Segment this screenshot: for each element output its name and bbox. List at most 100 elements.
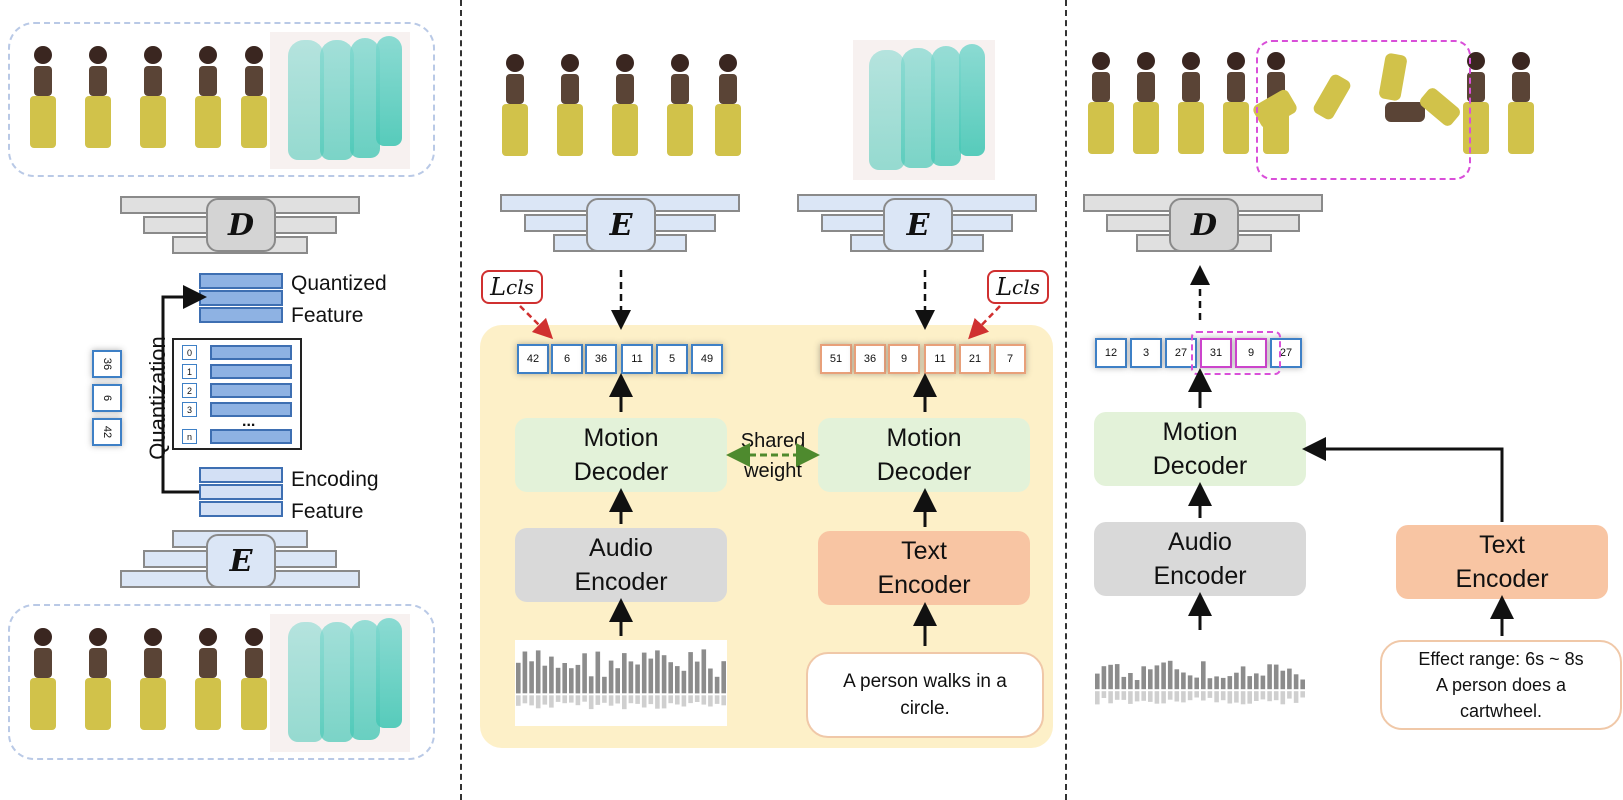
waveform-bar <box>1161 662 1166 690</box>
codebook-ellipsis: ... <box>242 413 256 430</box>
waveform-reflection <box>661 695 667 709</box>
waveform-bar <box>694 661 700 694</box>
waveform-bar <box>1187 675 1193 690</box>
right-token-edited: 31 <box>1200 338 1232 368</box>
waveform-bar <box>516 662 521 694</box>
waveform-reflection <box>1287 691 1292 699</box>
waveform-bar <box>648 658 654 694</box>
waveform-bar <box>1121 676 1127 690</box>
waveform-reflection <box>549 695 554 708</box>
waveform-bar <box>1201 661 1206 690</box>
waveform-reflection <box>582 695 587 702</box>
quantization-arrow <box>161 285 207 494</box>
waveform-bar <box>1128 673 1133 690</box>
encoding-bar-2 <box>199 484 283 500</box>
waveform-reflection <box>1121 691 1127 700</box>
left-encoder-letter: E <box>229 543 253 579</box>
mid-waveform-svg <box>516 649 726 710</box>
left-encoder-box: E <box>206 534 276 588</box>
waveform-bar <box>569 668 574 694</box>
waveform-bar <box>1273 664 1279 690</box>
waveform-bar <box>1234 672 1239 690</box>
waveform-bar <box>1227 676 1233 690</box>
waveform-reflection <box>1154 691 1160 704</box>
waveform-bar <box>668 662 673 694</box>
top-motion-panel <box>8 22 435 177</box>
left-token: 6 <box>92 384 122 412</box>
waveform-bar <box>1114 664 1120 690</box>
waveform-reflection <box>688 695 693 704</box>
waveform-reflection <box>1220 691 1226 701</box>
waveform-reflection <box>714 695 720 704</box>
waveform-reflection <box>1101 691 1107 698</box>
bottom-motion-panel <box>8 604 435 760</box>
waveform-reflection <box>542 695 548 705</box>
separator-left <box>460 0 462 800</box>
cls-arrow-right <box>968 305 1001 340</box>
waveform-bar <box>1095 673 1100 690</box>
waveform-reflection <box>1300 691 1305 698</box>
right-token: 27 <box>1270 338 1302 368</box>
right-decoder-box: D <box>1169 198 1239 252</box>
waveform-bar <box>1134 680 1140 690</box>
mid-encoder-letter: E <box>906 207 930 243</box>
waveform-bar <box>681 670 687 694</box>
right-waveform-svg <box>1095 660 1305 705</box>
cls-arrow-left <box>519 305 554 340</box>
waveform-bar <box>622 653 627 694</box>
codebook-index: 1 <box>182 364 197 379</box>
waveform-reflection <box>1141 691 1146 701</box>
right-token: 3 <box>1130 338 1162 368</box>
quantized-bar-1 <box>199 273 283 289</box>
right-token-row: 12 3 27 31 9 27 <box>1095 338 1310 370</box>
mid-text-prompt: A person walks in a circle. <box>806 652 1044 738</box>
waveform-bar <box>595 651 601 694</box>
waveform-reflection <box>608 695 614 706</box>
waveform-bar <box>1260 675 1266 690</box>
waveform-reflection <box>1254 691 1259 701</box>
edited-token-highlight <box>1191 331 1281 375</box>
waveform-bar <box>635 664 640 694</box>
waveform-bar <box>542 665 548 694</box>
right-token: 12 <box>1095 338 1127 368</box>
cartwheel-highlight <box>1256 40 1471 180</box>
waveform-reflection <box>1187 691 1193 701</box>
waveform-reflection <box>555 695 561 702</box>
waveform-reflection <box>622 695 627 710</box>
waveform-reflection <box>529 695 534 706</box>
waveform-bar <box>615 668 620 694</box>
waveform-reflection <box>708 695 713 707</box>
waveform-bar <box>1300 679 1305 690</box>
waveform-reflection <box>1114 691 1120 700</box>
waveform-reflection <box>1108 691 1113 704</box>
waveform-bar <box>628 661 634 694</box>
waveform-bar <box>549 656 554 694</box>
text-token: 21 <box>959 344 991 374</box>
waveform-bar <box>1181 672 1186 690</box>
right-token-edited: 9 <box>1235 338 1267 368</box>
waveform-bar <box>555 667 561 694</box>
audio-token: 36 <box>585 344 617 374</box>
encoding-label-2: Feature <box>291 500 364 523</box>
waveform-reflection <box>1174 691 1180 702</box>
top-mesh-sequence <box>270 32 410 169</box>
quantized-label-2: Feature <box>291 304 364 327</box>
waveform-bar <box>675 666 680 694</box>
waveform-reflection <box>648 695 654 705</box>
waveform-reflection <box>1280 691 1286 705</box>
waveform-reflection <box>1134 691 1140 702</box>
waveform-bar <box>1240 666 1246 690</box>
waveform-reflection <box>721 695 726 706</box>
waveform-bar <box>1207 678 1213 690</box>
waveform-reflection <box>1273 691 1279 701</box>
waveform-reflection <box>635 695 640 704</box>
waveform-reflection <box>535 695 541 709</box>
waveform-bar <box>1148 669 1153 690</box>
waveform-reflection <box>628 695 634 704</box>
codebook-rows: 0 1 2 3 ... n <box>182 345 297 445</box>
